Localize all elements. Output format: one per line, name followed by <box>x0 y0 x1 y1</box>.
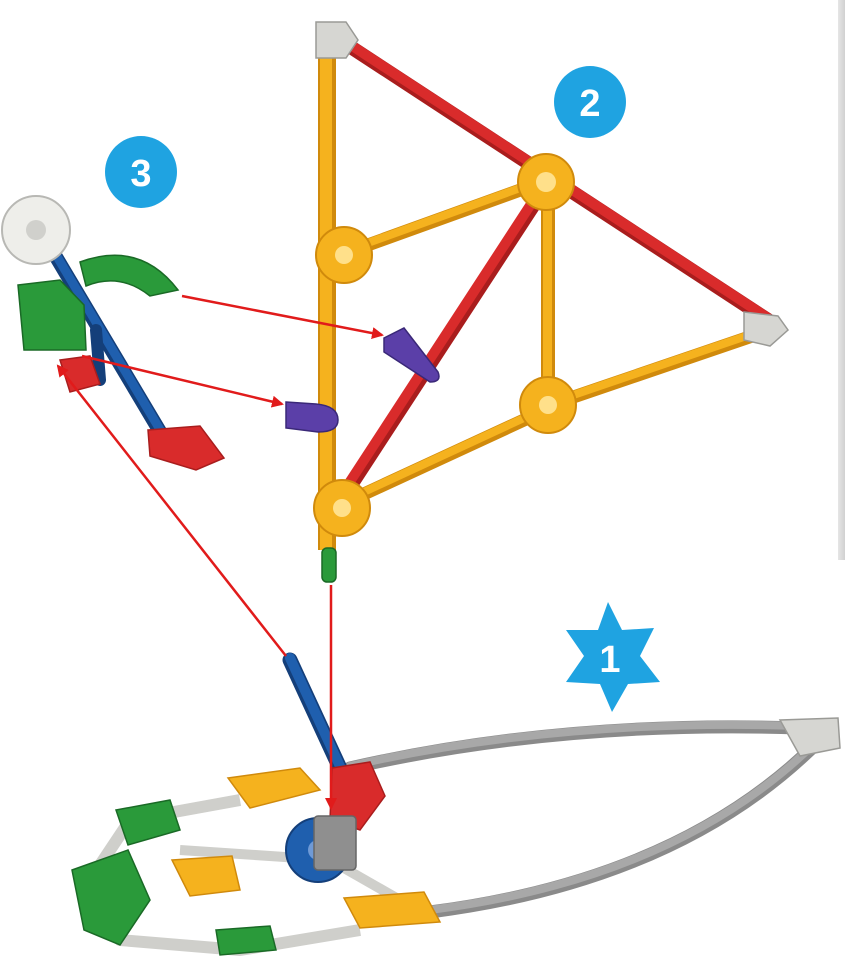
white-gear-connector <box>1 195 71 265</box>
yellow-rod-vertical <box>318 40 336 550</box>
yellow-connector-base-bottom <box>342 891 442 929</box>
svg-text:3: 3 <box>130 153 151 195</box>
grey-flex-rod-lower <box>423 735 825 919</box>
green-connector-base-left <box>71 849 151 946</box>
page-edge-shadow <box>838 0 845 560</box>
red-rod-diagonal <box>331 173 557 512</box>
triangle-frame <box>285 21 790 583</box>
yellow-connector-base-top <box>226 767 322 809</box>
red-connector-claw <box>147 425 226 471</box>
yellow-connector-middle <box>519 376 577 434</box>
yellow-connector-base-mid <box>170 855 241 897</box>
grey-connector-right <box>743 311 790 347</box>
step-badge-2: 2 <box>554 66 626 138</box>
yellow-rod-bottom <box>333 401 557 512</box>
yellow-connector-left <box>315 226 373 284</box>
grey-flex-rod-upper <box>343 720 807 775</box>
base-assembly <box>71 652 841 956</box>
purple-clip-right <box>383 327 440 383</box>
arrow-base-to-arm <box>56 364 287 657</box>
arm-assembly <box>1 195 226 471</box>
purple-clip-left <box>285 401 339 433</box>
svg-text:1: 1 <box>599 639 620 681</box>
grey-hub-base <box>313 815 357 871</box>
svg-text:2: 2 <box>579 83 600 125</box>
star-badge-icon <box>566 602 660 712</box>
green-tip-bottom <box>321 547 337 583</box>
grey-connector-end <box>778 717 841 757</box>
yellow-rod-inner-vertical <box>541 185 555 410</box>
blue-rod-arm <box>33 223 172 447</box>
green-connector-base-bottom <box>215 925 277 956</box>
yellow-rod-upper-horizontal <box>333 173 555 262</box>
yellow-rod-lower-right <box>543 323 777 412</box>
grey-connector-top <box>315 21 359 59</box>
yellow-connector-bottom <box>313 479 371 537</box>
arrow-to-right-clip <box>181 294 384 339</box>
assembly-arrows <box>56 294 384 810</box>
green-connector-base-top <box>115 799 181 846</box>
step-badge-1: 1 <box>566 602 660 712</box>
step-badge-3: 3 <box>105 136 177 208</box>
yellow-connector-top <box>517 153 575 211</box>
green-connector-lower <box>17 279 87 351</box>
blue-rod-short <box>90 324 106 386</box>
green-connector-upper <box>79 254 180 297</box>
red-connector-base <box>329 761 386 831</box>
arrow-to-left-clip <box>81 354 284 408</box>
